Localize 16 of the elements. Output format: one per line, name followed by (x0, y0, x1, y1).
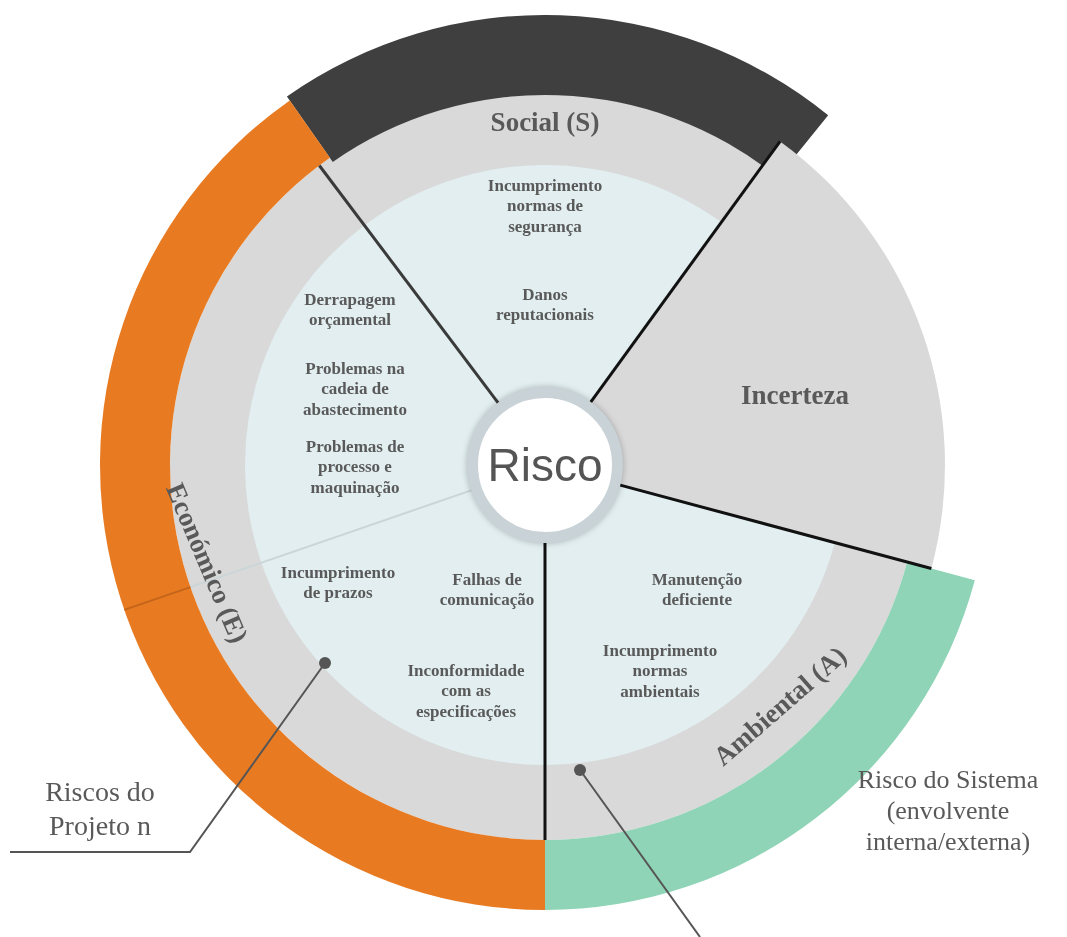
risk-item: Problemas de processo e maquinação (304, 437, 406, 499)
risk-item: Problemas na cadeia de abastecimento (302, 359, 408, 421)
leader-line (574, 764, 701, 937)
risk-item: Inconformidade com as especificações (406, 661, 526, 723)
sector-title: Social (S) (490, 105, 600, 139)
callout-text: Risco do Sistema (envolvente interna/externa) (856, 764, 1040, 858)
leader-line (9, 657, 331, 853)
sector-title: Incerteza (741, 378, 849, 412)
risk-item: Manutenção deficiente (650, 569, 744, 611)
risk-item: Falhas de comunicação (438, 569, 536, 611)
risk-item: Danos reputacionais (495, 284, 595, 326)
risk-item: Incumprimento de prazos (279, 562, 397, 604)
risk-item: Incumprimento normas de segurança (486, 176, 604, 238)
risk-item: Incumprimento normas ambientais (601, 641, 718, 702)
risk-item: Derrapagem orçamental (303, 289, 397, 331)
callout-text: Riscos do Projeto n (10, 766, 190, 852)
